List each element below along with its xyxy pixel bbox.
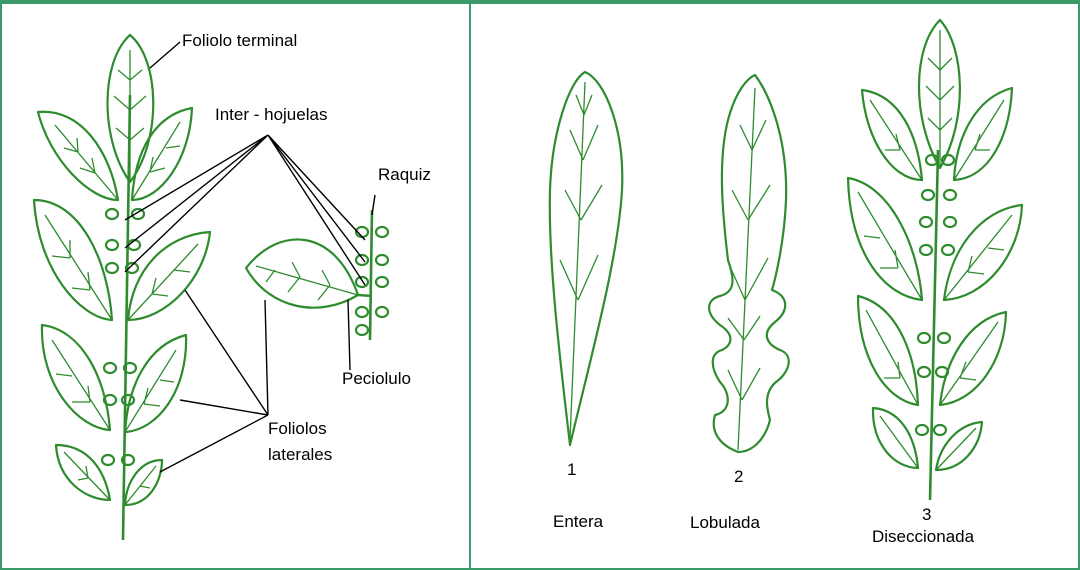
leaf-entera	[550, 72, 623, 445]
petiolule	[358, 295, 372, 296]
type-2-number: 2	[734, 467, 743, 486]
leaf-diseccionada	[848, 20, 1022, 500]
label-foliolo-terminal: Foliolo terminal	[182, 31, 297, 50]
type-3-name: Diseccionada	[872, 527, 975, 546]
type-1-number: 1	[567, 460, 576, 479]
lateral-leaflet-detail	[246, 239, 358, 307]
rachis	[370, 210, 372, 340]
label-raquiz: Raquiz	[378, 165, 431, 184]
label-foliolos-line2: laterales	[268, 445, 332, 464]
type-3-number: 3	[922, 505, 931, 524]
label-inter-hojuelas: Inter - hojuelas	[215, 105, 327, 124]
leaf-lobulada	[709, 75, 789, 452]
type-1-name: Entera	[553, 512, 604, 531]
leaflet-upper-left	[38, 112, 118, 200]
label-peciolulo: Peciolulo	[342, 369, 411, 388]
type-2-name: Lobulada	[690, 513, 761, 532]
rachis-detail	[246, 210, 388, 340]
label-foliolos-line1: Foliolos	[268, 419, 327, 438]
compound-leaf-left	[34, 35, 210, 540]
